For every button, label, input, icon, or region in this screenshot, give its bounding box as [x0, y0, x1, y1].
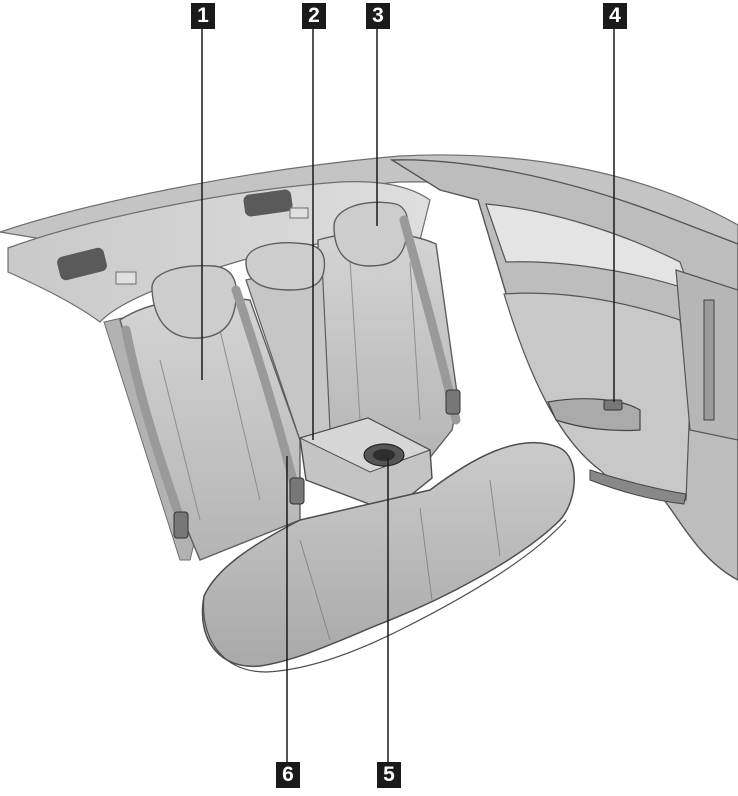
callout-5: 5 — [377, 762, 401, 788]
cushion-seams — [299, 479, 501, 641]
cup-holder-inner — [373, 449, 395, 461]
belt-buckle-right — [445, 389, 461, 415]
headrest-right — [333, 201, 409, 267]
seat-belt-center — [231, 285, 303, 505]
shelf-vent-right — [289, 207, 309, 219]
callout-3: 3 — [366, 3, 390, 29]
rear-speaker-right — [243, 189, 293, 217]
cushion-front-edge — [202, 519, 567, 673]
callout-1: 1 — [191, 3, 215, 29]
b-pillar-belt — [703, 299, 715, 421]
seat-belt-left — [121, 325, 189, 535]
seatback-stitch-right — [349, 259, 421, 421]
door-pocket — [589, 469, 687, 505]
callout-2: 2 — [302, 3, 326, 29]
callout-4: 4 — [603, 3, 627, 29]
rear-speaker-left — [57, 247, 107, 281]
callout-6: 6 — [276, 762, 300, 788]
belt-buckle-left — [173, 511, 189, 539]
shelf-vent-left — [115, 271, 137, 285]
headrest-center — [245, 242, 326, 291]
belt-buckle-center — [289, 477, 305, 505]
leader-lines — [201, 28, 615, 762]
door-switch — [603, 399, 623, 411]
seatback-stitch-left — [159, 329, 261, 521]
